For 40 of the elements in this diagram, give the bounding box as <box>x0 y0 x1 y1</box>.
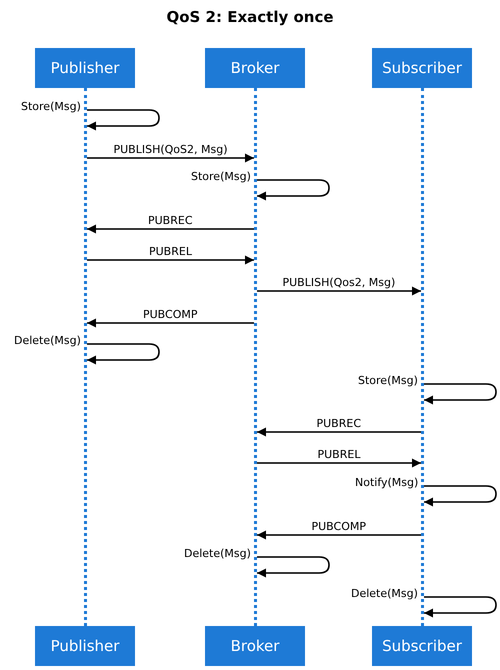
self-message-arrow <box>87 343 160 364</box>
participant-box: Broker <box>205 626 305 666</box>
message-arrow <box>87 318 254 328</box>
participant-box: Subscriber <box>372 48 472 88</box>
self-message-arrow <box>424 485 497 506</box>
participant-box: Subscriber <box>372 626 472 666</box>
message-label: Store(Msg) <box>20 100 82 113</box>
message-arrow <box>257 530 421 540</box>
message-label: PUBCOMP <box>142 308 199 321</box>
self-message-arrow <box>424 596 497 618</box>
message-arrow <box>257 428 421 436</box>
message-label: PUBREC <box>147 214 194 227</box>
message-label: PUBLISH(Qos2, Msg) <box>282 276 396 289</box>
lifeline <box>84 88 87 626</box>
message-arrow <box>87 224 254 234</box>
participant-box: Broker <box>205 48 305 88</box>
self-message-arrow <box>257 556 330 578</box>
self-message-arrow <box>87 109 160 130</box>
self-message-arrow <box>424 383 497 404</box>
message-label: Delete(Msg) <box>183 547 252 560</box>
diagram-title: QoS 2: Exactly once <box>165 8 335 26</box>
message-label: PUBREL <box>148 245 193 258</box>
message-arrow <box>257 458 421 468</box>
message-label: Store(Msg) <box>357 374 419 387</box>
self-message-arrow <box>257 179 330 200</box>
participant-box: Publisher <box>35 48 135 88</box>
message-arrow <box>257 286 421 296</box>
message-label: PUBREL <box>316 448 362 461</box>
message-label: PUBLISH(QoS2, Msg) <box>112 143 229 156</box>
message-label: Store(Msg) <box>190 170 252 183</box>
message-arrow <box>87 154 254 162</box>
lifeline <box>254 88 257 626</box>
message-label: PUBCOMP <box>310 520 368 533</box>
message-arrow <box>87 256 254 264</box>
message-label: PUBREC <box>316 417 362 430</box>
participant-box: Publisher <box>35 626 135 666</box>
message-label: Notify(Msg) <box>354 476 420 489</box>
lifeline <box>421 88 424 626</box>
message-label: Delete(Msg) <box>350 587 419 600</box>
message-label: Delete(Msg) <box>13 334 82 347</box>
